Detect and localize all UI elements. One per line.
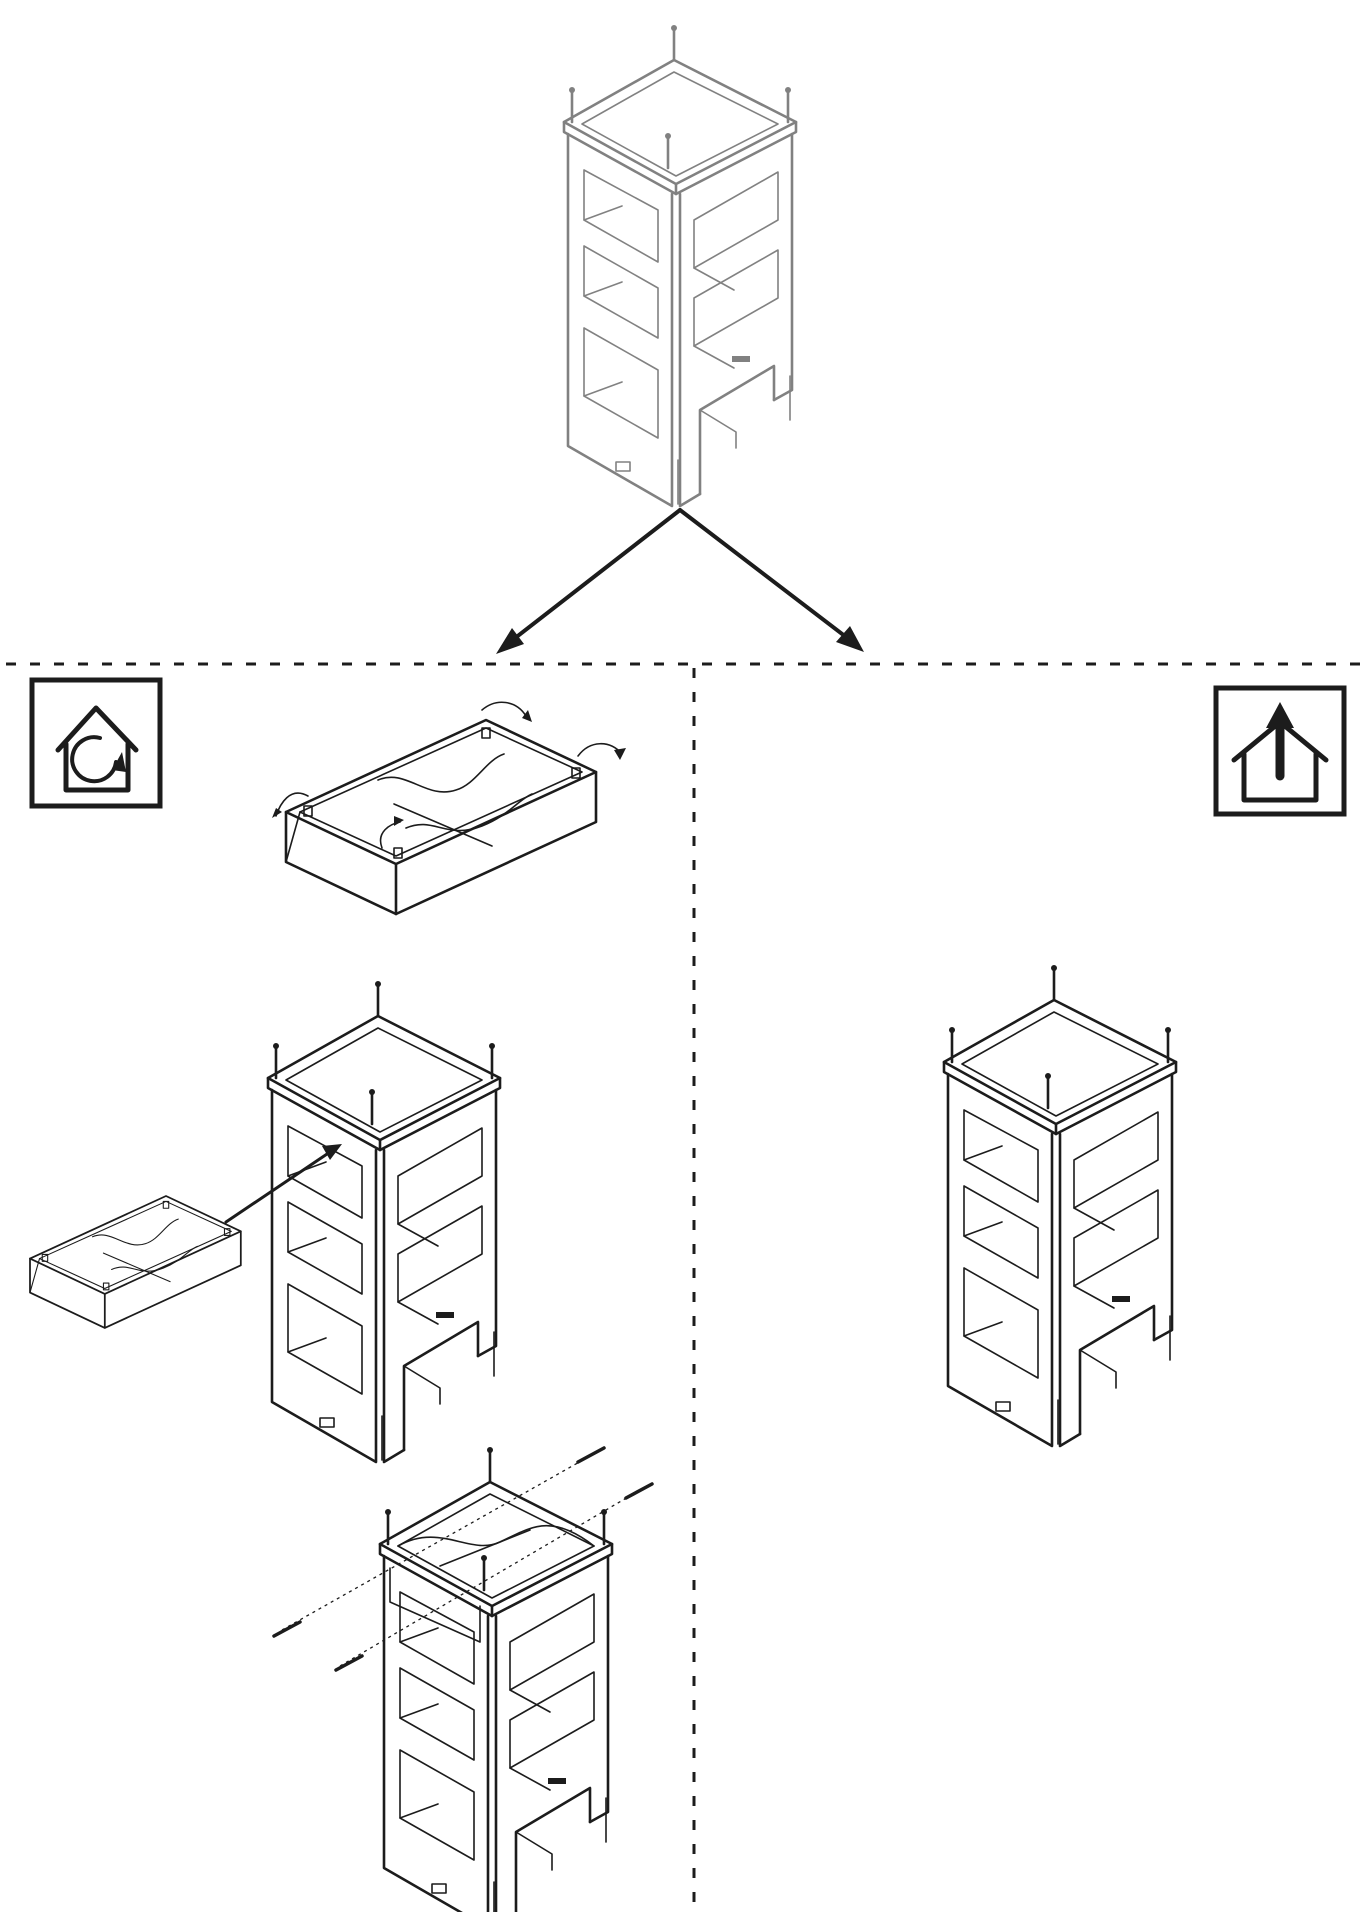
- insert-arrow: [224, 1144, 342, 1224]
- split-arrows: [496, 508, 864, 654]
- drawer-top: [272, 701, 626, 916]
- house-up-arrow-icon: [1213, 685, 1347, 817]
- drawer-side: [29, 1195, 242, 1329]
- tower-right: [942, 963, 1178, 1448]
- tower-insert-drawer: [266, 979, 502, 1464]
- top-tower: [562, 23, 798, 508]
- house-rotate-icon: [29, 677, 163, 809]
- tower-with-drawer: [378, 1445, 614, 1912]
- screws: [272, 1446, 654, 1672]
